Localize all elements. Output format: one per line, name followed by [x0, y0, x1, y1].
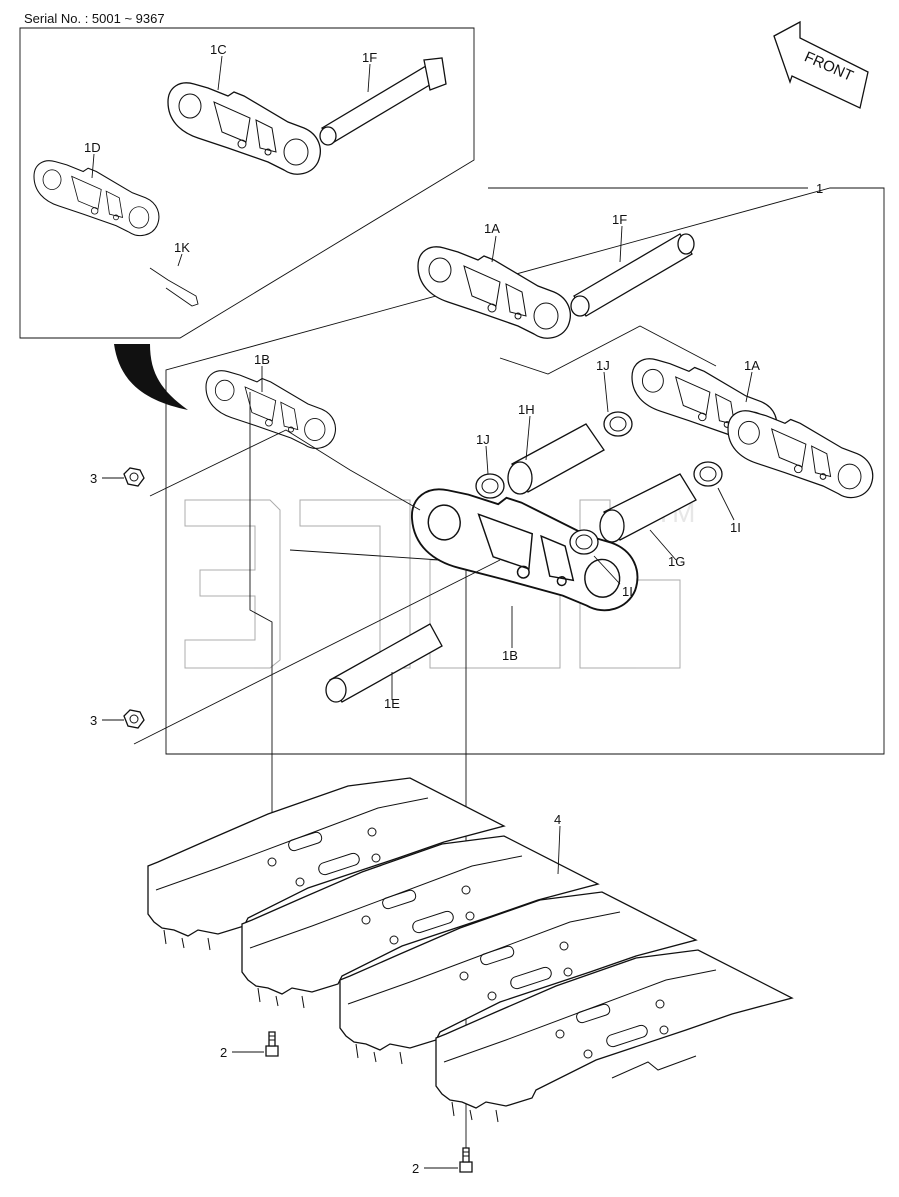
bushing-1h: [507, 423, 605, 495]
link-1a-right-2: [727, 410, 874, 499]
seal-1i-b: [569, 529, 599, 555]
seal-1j-a: [475, 473, 505, 499]
nut-3-top: [123, 467, 145, 487]
link-1a-top: [417, 246, 571, 339]
label-1h: 1H: [518, 402, 535, 417]
serial-number: Serial No. : 5001 ~ 9367: [24, 11, 165, 26]
track-pin-1f: [570, 233, 695, 317]
pin-1e: [325, 623, 443, 703]
label-1: 1: [816, 181, 823, 196]
label-1b-top: 1B: [254, 352, 270, 367]
nut-3-bottom: [123, 709, 145, 729]
label-1k: 1K: [174, 240, 190, 255]
label-1b-bottom: 1B: [502, 648, 518, 663]
label-1f-inset: 1F: [362, 50, 377, 65]
label-1g: 1G: [668, 554, 685, 569]
label-1j-a: 1J: [476, 432, 490, 447]
master-pin-1f: [319, 57, 447, 146]
label-1f-top: 1F: [612, 212, 627, 227]
bushing-1g: [599, 473, 697, 543]
label-2-left: 2: [220, 1045, 227, 1060]
link-1b-center: [409, 474, 641, 625]
link-1b-left: [205, 370, 337, 449]
shoe-bolt-2-bottom: [459, 1147, 473, 1173]
label-3-bottom: 3: [90, 713, 97, 728]
label-1d: 1D: [84, 140, 101, 155]
label-1i-a: 1I: [730, 520, 741, 535]
label-1e: 1E: [384, 696, 400, 711]
seal-1i-a: [693, 461, 723, 487]
leader-lines: [91, 55, 753, 1169]
label-2-bottom: 2: [412, 1161, 419, 1176]
inset-frame: [19, 27, 475, 339]
assembly-frame: [165, 187, 885, 755]
front-arrow-icon: FRONT: [773, 20, 869, 109]
seal-1j-b: [603, 411, 633, 437]
cotter-pin-1k: [149, 267, 199, 307]
label-1a-right: 1A: [744, 358, 760, 373]
shoe-bolt-2-left: [265, 1031, 279, 1057]
label-4: 4: [554, 812, 561, 827]
label-3-top: 3: [90, 471, 97, 486]
label-1i-b: 1I: [622, 584, 633, 599]
assembly-direction-arrow-icon: [114, 344, 188, 410]
label-1j-b: 1J: [596, 358, 610, 373]
label-1a-top: 1A: [484, 221, 500, 236]
master-link-1d: [33, 160, 160, 237]
master-link-1c: [167, 82, 321, 175]
label-1c: 1C: [210, 42, 227, 57]
